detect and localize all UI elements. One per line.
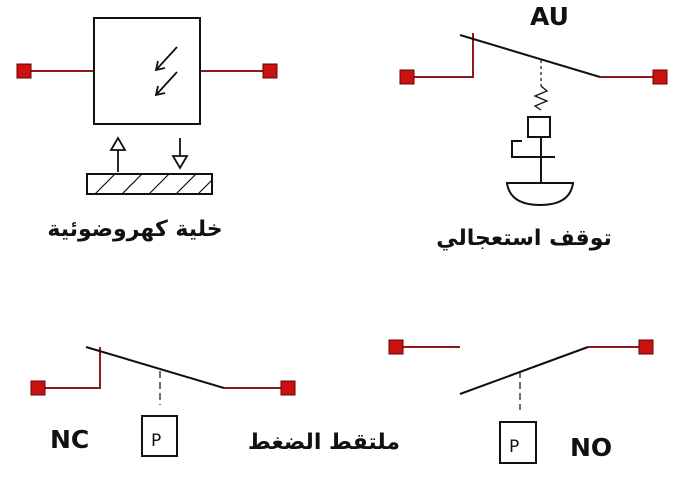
nc-pressure-letter: P xyxy=(151,431,161,451)
photo-cell-label: خلية كهروضوئية xyxy=(47,217,223,242)
terminal-left xyxy=(399,69,415,85)
no-pressure-box xyxy=(499,421,537,464)
emergency-stop-label: توقف استعجالي xyxy=(436,226,612,251)
nc-contact-blade xyxy=(85,346,225,389)
reflector-plate xyxy=(86,173,213,195)
emergency-stop-contact-blade xyxy=(459,34,601,78)
mushroom-head-icon xyxy=(505,182,575,207)
nc-label: NC xyxy=(50,425,90,454)
emergency-stop-wire-left xyxy=(407,33,474,78)
terminal-left xyxy=(16,63,32,79)
pressure-switch-no-symbol: P xyxy=(388,339,654,464)
nc-wire-left xyxy=(38,347,101,389)
no-contact-blade xyxy=(459,346,589,395)
pressure-switch-nc-symbol: P xyxy=(30,346,296,457)
spring-icon xyxy=(533,85,549,111)
no-pressure-letter: P xyxy=(509,437,519,457)
pressure-switch-label: ملتقط الضغط xyxy=(247,430,400,455)
nc-pressure-box xyxy=(141,415,178,457)
terminal-right xyxy=(638,339,654,355)
emitter-arrow-icon xyxy=(109,136,127,172)
latch-block xyxy=(527,116,551,138)
light-arrows-icon xyxy=(154,46,178,97)
photo-cell-symbol xyxy=(16,17,278,195)
terminal-left xyxy=(388,339,404,355)
terminal-left xyxy=(30,380,46,396)
emergency-stop-code-label: AU xyxy=(530,2,569,31)
receiver-arrow-icon xyxy=(171,138,189,170)
no-label: NO xyxy=(570,433,613,462)
terminal-right xyxy=(262,63,278,79)
emergency-stop-symbol xyxy=(399,33,668,207)
latch-bracket xyxy=(511,140,555,158)
terminal-right xyxy=(652,69,668,85)
photo-cell-body xyxy=(93,17,201,125)
terminal-right xyxy=(280,380,296,396)
